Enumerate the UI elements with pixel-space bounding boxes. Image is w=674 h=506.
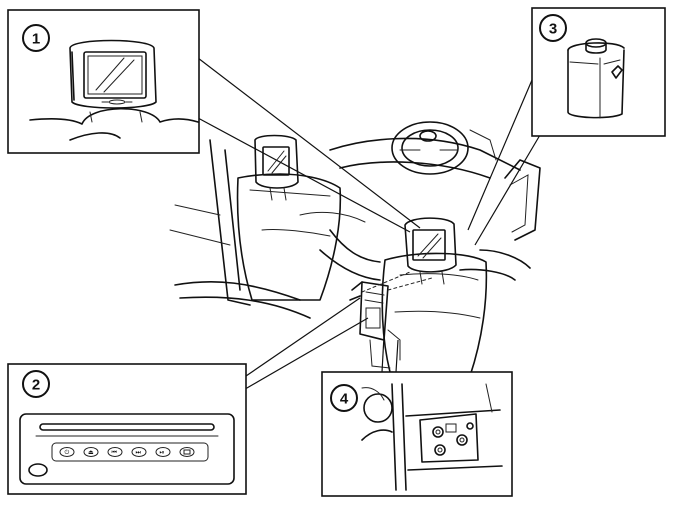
play-pause-icon[interactable]: ⏯: [155, 447, 171, 457]
svg-text:⏻: ⏻: [65, 449, 70, 456]
svg-text:⏭: ⏭: [136, 449, 142, 456]
headphone-jack-icon[interactable]: [432, 422, 474, 456]
eject-icon[interactable]: ⏏: [83, 447, 99, 457]
svg-text:⏮: ⏮: [112, 449, 118, 456]
leader-lines: [197, 57, 541, 393]
previous-track-icon[interactable]: ⏮: [107, 447, 123, 457]
svg-text:2: 2: [32, 377, 40, 394]
callout-2: 2: [22, 370, 50, 398]
callout-4: 4: [330, 384, 358, 412]
svg-text:1: 1: [32, 31, 40, 48]
callout-1: 1: [22, 24, 50, 52]
control-buttons: ⏻ ⏏ ⏮ ⏭ ⏯: [59, 447, 195, 457]
callout-3: 3: [539, 14, 567, 42]
mode-icon[interactable]: [179, 447, 195, 457]
power-icon[interactable]: ⏻: [59, 447, 75, 457]
car-interior-illustration: [169, 121, 541, 377]
next-track-icon[interactable]: ⏭: [131, 447, 147, 457]
svg-text:3: 3: [549, 21, 557, 38]
svg-text:⏏: ⏏: [88, 449, 94, 456]
svg-text:4: 4: [340, 391, 349, 408]
svg-text:⏯: ⏯: [160, 449, 165, 456]
